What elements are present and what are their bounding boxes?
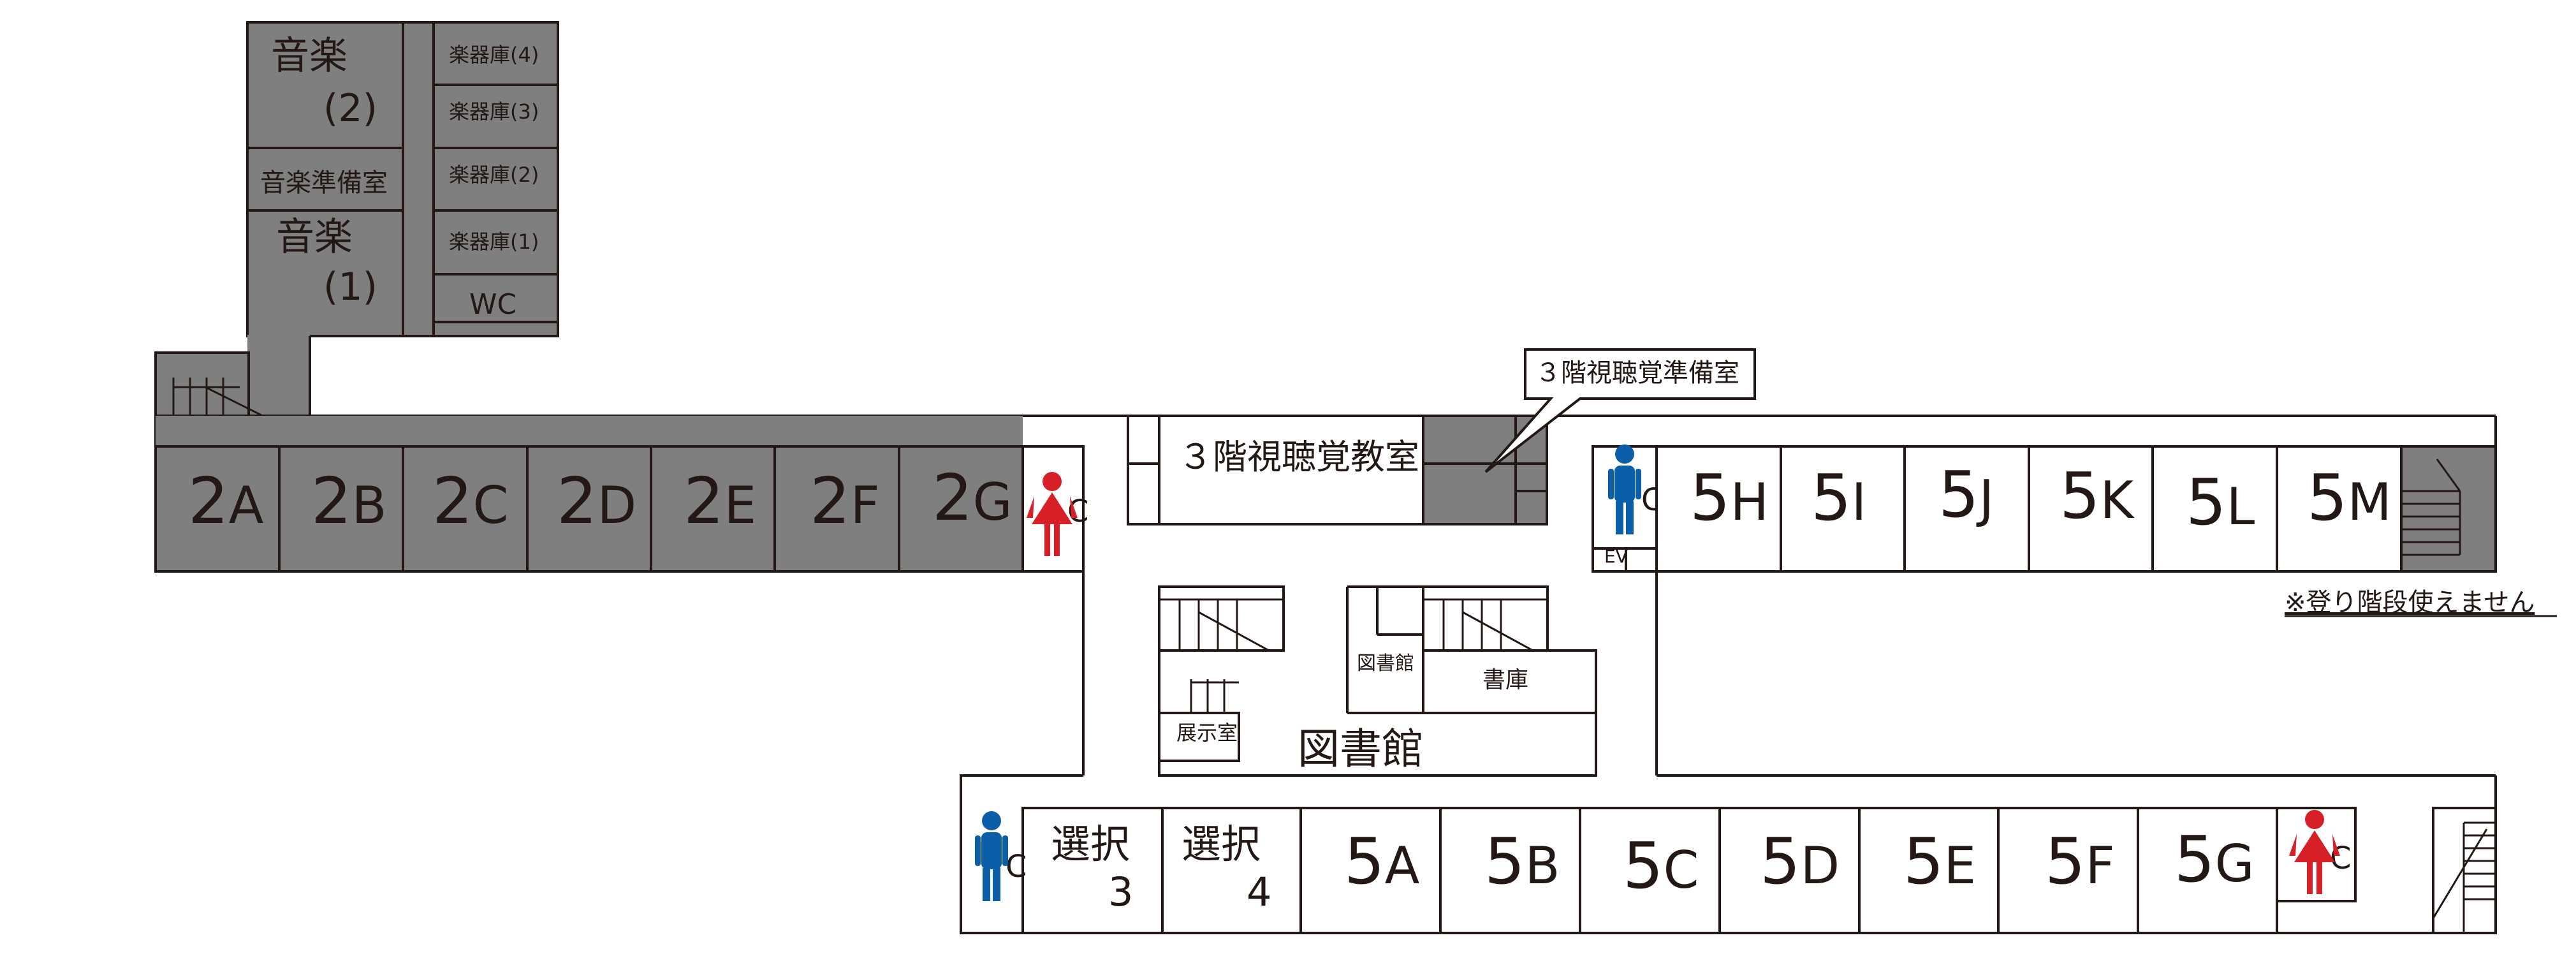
av-prep-callout: ３階視聴覚準備室: [1484, 348, 1756, 473]
room-5l-label: 5L: [2186, 465, 2255, 540]
room-5h-label: 5H: [1690, 460, 1769, 535]
music-room-2-number: (2): [323, 86, 377, 131]
right-wing: EV C 5H 5I 5J 5K 5L 5M ※登り階段使えません: [1592, 445, 2557, 775]
lower-wing: 選択 3 選択 4 5A 5B 5C 5D 5E 5F 5G C C: [960, 774, 2497, 934]
room-5j-label: 5J: [1938, 457, 1994, 532]
room-5f-label: 5F: [2045, 824, 2115, 899]
instrument-storage-1-label: 楽器庫(1): [449, 230, 539, 254]
room-5d-label: 5D: [1760, 824, 1840, 899]
room-2c-label: 2C: [432, 464, 508, 538]
music-wing: 音楽 (2) 音楽準備室 音楽 (1) 楽器庫(4) 楽器庫(3) 楽器庫(2)…: [246, 21, 559, 418]
elective-4-number: 4: [1247, 869, 1271, 915]
room-2b-label: 2B: [311, 464, 387, 538]
av-classroom-label: ３階視聴覚教室: [1178, 437, 1419, 477]
instrument-storage-3-label: 楽器庫(3): [449, 99, 539, 124]
room-5i-label: 5I: [1811, 460, 1866, 535]
stairs-icon: [2401, 459, 2461, 556]
female-restroom-icon: [2289, 810, 2340, 894]
elective-3-number: 3: [1108, 869, 1133, 915]
room-5b-label: 5B: [1484, 824, 1560, 899]
room-5g-label: 5G: [2174, 822, 2255, 897]
room-5e-label: 5E: [1903, 824, 1976, 899]
stairs-warning-note: ※登り階段使えません: [2285, 588, 2535, 617]
book-storage-label: 書庫: [1482, 667, 1528, 693]
exhibition-room-label: 展示室: [1176, 721, 1238, 745]
stairs-icon: [172, 378, 263, 417]
room-5k-label: 5K: [2060, 459, 2135, 533]
elevator-label: EV: [1604, 546, 1628, 567]
instrument-storage-4-label: 楽器庫(4): [449, 43, 539, 67]
music-wing-wc-label: WC: [469, 288, 516, 321]
wc-right-c-label: C: [2330, 841, 2352, 876]
stairs-icon: [1190, 679, 1239, 713]
room-2a-label: 2A: [188, 464, 264, 538]
room-2g-label: 2G: [932, 460, 1013, 535]
library-label: 図書館: [1298, 724, 1424, 774]
room-2f-label: 2F: [810, 464, 880, 538]
stairs-icon: [1159, 598, 1284, 652]
music-room-2-label: 音楽: [271, 34, 348, 78]
av-prep-room-label: ３階視聴覚準備室: [1535, 358, 1739, 388]
music-room-1-number: (1): [323, 265, 377, 309]
room-5c-label: 5C: [1623, 828, 1699, 903]
female-restroom-icon: [1027, 472, 1078, 556]
male-restroom-icon: [975, 811, 1008, 901]
library-small-label: 図書館: [1357, 652, 1414, 675]
stairs-icon: [2432, 821, 2496, 933]
wc-lower-left-c-label: C: [1006, 849, 1027, 885]
instrument-storage-2-label: 楽器庫(2): [449, 163, 539, 187]
elective-3-label: 選択: [1051, 821, 1130, 867]
male-restroom-icon: [1608, 445, 1641, 534]
room-2e-label: 2E: [684, 464, 756, 538]
room-5m-label: 5M: [2307, 460, 2392, 535]
elective-4-label: 選択: [1182, 821, 1261, 867]
library-block: 展示室 図書館 書庫 図書館: [1158, 585, 1597, 777]
music-room-1-label: 音楽: [276, 215, 353, 260]
room-5a-label: 5A: [1344, 824, 1420, 899]
stairs-icon: [1423, 598, 1548, 652]
av-room-block: ３階視聴覚教室: [1127, 415, 1548, 525]
room-2d-label: 2D: [557, 464, 636, 538]
music-prep-room-label: 音楽準備室: [260, 168, 388, 198]
